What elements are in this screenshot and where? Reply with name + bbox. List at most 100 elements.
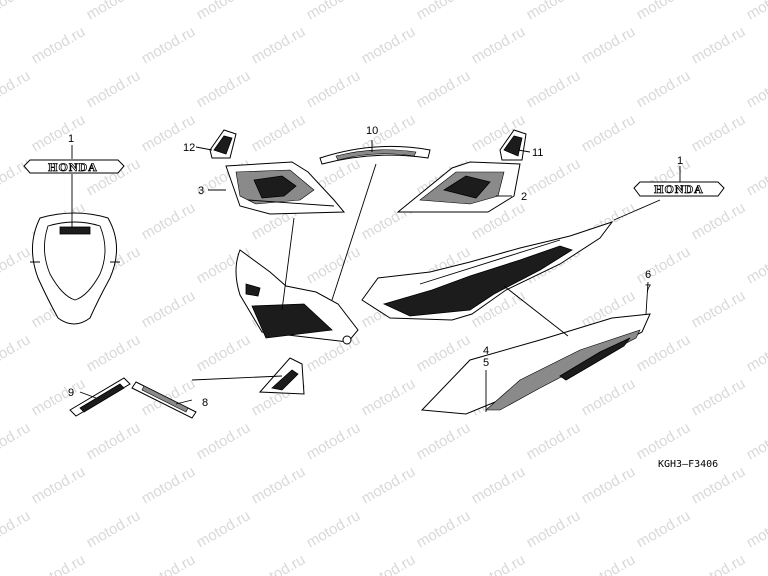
diagram-code: KGH3—F3406: [658, 459, 718, 470]
callout-10: 10: [366, 125, 378, 137]
watermark-text: motod.ru: [744, 67, 768, 111]
watermark-text: motod.ru: [469, 23, 529, 67]
watermark-text: motod.ru: [744, 243, 768, 287]
watermark-text: motod.ru: [359, 551, 419, 576]
shroud-decal-right[interactable]: [396, 161, 521, 213]
wing-emblem-left[interactable]: [209, 129, 237, 159]
watermark-text: motod.ru: [579, 463, 639, 507]
callout-6: 6: [645, 269, 651, 281]
watermark-text: motod.ru: [29, 463, 89, 507]
watermark-text: motod.ru: [249, 551, 309, 576]
callout-7: 7: [645, 283, 651, 295]
strip-decal-9[interactable]: [69, 377, 131, 417]
callout-5: 5: [483, 357, 489, 369]
watermark-text: motod.ru: [744, 507, 768, 551]
watermark-text: motod.ru: [744, 419, 768, 463]
watermark-text: motod.ru: [579, 551, 639, 576]
watermark-text: motod.ru: [744, 155, 768, 199]
watermark-text: motod.ru: [139, 199, 199, 243]
honda-emblem-left[interactable]: HONDA: [23, 159, 125, 174]
watermark-text: motod.ru: [304, 67, 364, 111]
watermark-text: motod.ru: [139, 551, 199, 576]
watermark-text: motod.ru: [689, 375, 749, 419]
watermark-text: motod.ru: [249, 23, 309, 67]
watermark-text: motod.ru: [194, 419, 254, 463]
watermark-text: motod.ru: [359, 23, 419, 67]
watermark-text: motod.ru: [194, 507, 254, 551]
watermark-text: motod.ru: [579, 23, 639, 67]
watermark-text: motod.ru: [744, 0, 768, 23]
callout-2: 2: [521, 191, 527, 203]
callout-11: 11: [532, 147, 543, 159]
watermark-text: motod.ru: [194, 0, 254, 23]
side-cover-left[interactable]: [235, 249, 359, 345]
watermark-text: motod.ru: [469, 551, 529, 576]
watermark-text: motod.ru: [29, 551, 89, 576]
rear-panel-decal[interactable]: [420, 313, 651, 415]
callout-labels: 1 12 3 10 11 2 1 6 7 4 5 9 8: [68, 125, 683, 409]
watermark-text: motod.ru: [139, 287, 199, 331]
watermark-text: motod.ru: [414, 67, 474, 111]
watermark-text: motod.ru: [579, 375, 639, 419]
watermark-text: motod.ru: [579, 111, 639, 155]
watermark-text: motod.ru: [524, 155, 584, 199]
watermark-text: motod.ru: [84, 0, 144, 23]
watermark-text: motod.ru: [634, 331, 694, 375]
watermark-text: motod.ru: [634, 419, 694, 463]
watermark-text: motod.ru: [689, 111, 749, 155]
watermark-text: motod.ru: [0, 331, 33, 375]
watermark-text: motod.ru: [304, 243, 364, 287]
callout-9: 9: [68, 387, 74, 399]
watermark-text: motod.ru: [634, 67, 694, 111]
watermark-text: motod.ru: [634, 507, 694, 551]
watermark-text: motod.ru: [194, 67, 254, 111]
watermark-text: motod.ru: [689, 287, 749, 331]
watermark-text: motod.ru: [139, 23, 199, 67]
watermark-text: motod.ru: [0, 419, 33, 463]
watermark-text: motod.ru: [139, 463, 199, 507]
strip-decal-8[interactable]: [131, 381, 197, 419]
shroud-decal-left[interactable]: [225, 161, 346, 215]
honda-emblem-left-text: HONDA: [48, 160, 98, 174]
watermark-text: motod.ru: [689, 199, 749, 243]
watermark-text: motod.ru: [84, 419, 144, 463]
watermark-text: motod.ru: [524, 0, 584, 23]
watermark-text: motod.ru: [524, 507, 584, 551]
watermark-text: motod.ru: [29, 111, 89, 155]
watermark-text: motod.ru: [0, 243, 33, 287]
watermark-text: motod.ru: [0, 0, 33, 23]
honda-emblem-right[interactable]: HONDA: [633, 181, 725, 197]
watermark-text: motod.ru: [194, 331, 254, 375]
watermark-text: motod.ru: [359, 463, 419, 507]
callout-8: 8: [202, 397, 208, 409]
watermark-text: motod.ru: [304, 0, 364, 23]
wing-emblem-right[interactable]: [499, 129, 527, 161]
rear-fender-decal[interactable]: [361, 221, 614, 321]
watermark-text: motod.ru: [524, 419, 584, 463]
watermark-text: motod.ru: [304, 507, 364, 551]
callout-3: 3: [198, 185, 204, 197]
watermark-text: motod.ru: [634, 243, 694, 287]
watermark-text: motod.ru: [84, 67, 144, 111]
watermark-text: motod.ru: [84, 507, 144, 551]
watermark-text: motod.ru: [689, 551, 749, 576]
watermark-text: motod.ru: [304, 419, 364, 463]
callout-1-right: 1: [677, 155, 683, 167]
watermark-text: motod.ru: [634, 0, 694, 23]
watermark-text: motod.ru: [0, 67, 33, 111]
watermark-text: motod.ru: [744, 331, 768, 375]
honda-emblem-right-text: HONDA: [654, 182, 704, 196]
watermark-text: motod.ru: [249, 111, 309, 155]
front-number-plate[interactable]: [30, 212, 120, 325]
watermark-text: motod.ru: [0, 507, 33, 551]
watermark-text: motod.ru: [84, 331, 144, 375]
watermark-text: motod.ru: [689, 23, 749, 67]
callout-4: 4: [483, 345, 489, 357]
watermark-text: motod.ru: [359, 375, 419, 419]
leader-lines: [71, 140, 681, 412]
callout-1-left: 1: [68, 133, 74, 145]
callout-12: 12: [183, 142, 195, 154]
watermark-text: motod.ru: [414, 0, 474, 23]
top-stripe-decal[interactable]: [319, 145, 431, 165]
